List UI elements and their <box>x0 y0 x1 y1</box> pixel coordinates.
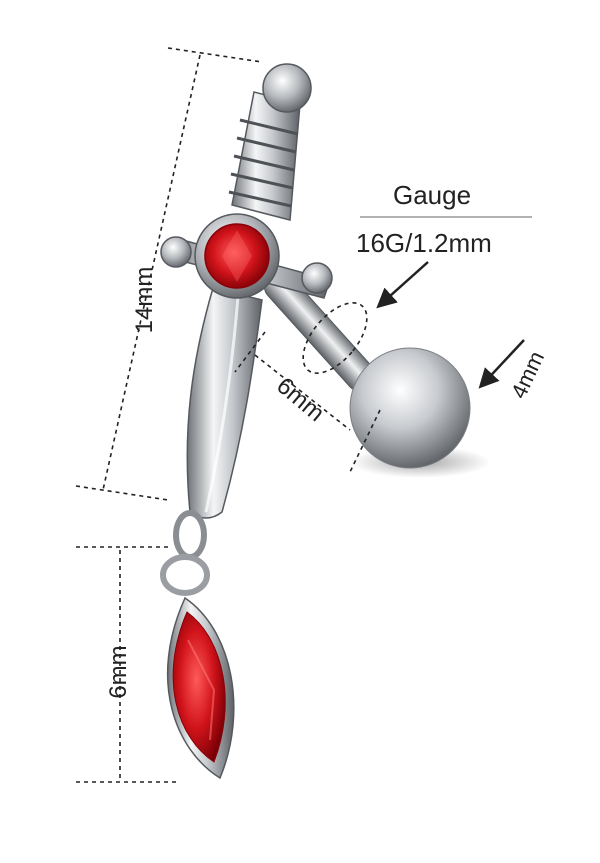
ball-arrow <box>478 339 525 389</box>
dimension-lines <box>75 47 381 783</box>
gauge-title: Gauge <box>393 180 472 210</box>
charm-length-label: 6mm <box>105 645 132 699</box>
charm-link-top <box>173 510 207 560</box>
gauge-value: 16G/1.2mm <box>356 228 492 258</box>
dagger-handle <box>228 91 301 221</box>
marquise-charm <box>166 596 235 780</box>
pommel-knob <box>262 63 312 113</box>
barbell-ball <box>349 347 471 469</box>
dagger-guard <box>160 213 333 299</box>
dagger-length-label: 14mm <box>131 266 158 334</box>
gauge-arrow <box>376 261 429 309</box>
guard-gem <box>204 223 270 289</box>
charm-link-bottom <box>160 554 210 596</box>
